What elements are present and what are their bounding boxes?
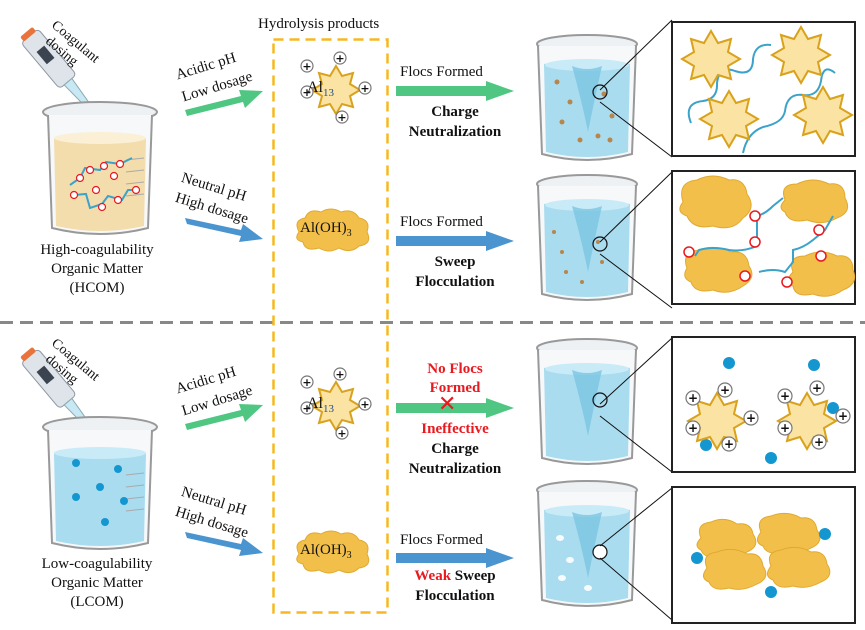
svg-text:+: + bbox=[812, 381, 822, 395]
svg-text:+: + bbox=[688, 391, 698, 405]
svg-text:+: + bbox=[335, 52, 344, 65]
flocs-formed-label-1: Flocs Formed bbox=[400, 64, 483, 80]
blue-arrow-neutral bbox=[185, 218, 263, 242]
aloh3-base: Al(OH) bbox=[300, 220, 347, 236]
blue-arrow-neutral-2 bbox=[185, 532, 263, 556]
lcom-label-line1: Low-coagulability bbox=[41, 556, 153, 572]
failure-x-icon: ✕ bbox=[438, 392, 457, 417]
zoom-charge-neutralization bbox=[671, 21, 856, 157]
svg-text:+: + bbox=[302, 60, 311, 73]
aloh3-cloud-icon bbox=[296, 208, 370, 252]
charge-neutralization-2-line2: Neutralization bbox=[408, 461, 502, 477]
charge-neutralization-2-line1: Charge bbox=[431, 441, 479, 457]
zoom-ineffective-neutralization: + + + + + + + + + + bbox=[671, 336, 856, 473]
sweep-flocculation-line2: Flocculation bbox=[415, 274, 495, 290]
hydrolysis-products-box bbox=[272, 38, 389, 614]
charge-neutralization-line2: Neutralization bbox=[408, 124, 502, 140]
no-flocs-label-line2: Formed bbox=[429, 380, 481, 396]
lcom-beaker bbox=[42, 416, 158, 550]
al13-base: Al bbox=[307, 79, 323, 96]
svg-text:+: + bbox=[360, 82, 369, 95]
weak-sweep-line1: Weak Sweep bbox=[395, 568, 515, 585]
svg-text:+: + bbox=[337, 427, 346, 440]
al13-label: Al13 bbox=[307, 79, 334, 99]
al13-star-icon-2: + + + + + bbox=[300, 367, 372, 440]
aloh3-sub: 3 bbox=[346, 228, 352, 239]
svg-text:+: + bbox=[302, 376, 311, 389]
ineffective-label: Ineffective bbox=[421, 421, 489, 437]
svg-text:+: + bbox=[838, 409, 848, 423]
zoom-sweep-flocculation bbox=[671, 170, 856, 305]
charge-neutralization-line1: Charge bbox=[431, 104, 479, 120]
flocs-formed-label-2: Flocs Formed bbox=[400, 214, 483, 230]
weak-sweep-line2: Flocculation bbox=[415, 588, 495, 604]
svg-text:+: + bbox=[360, 398, 369, 411]
green-arrow-acidic-2 bbox=[185, 404, 263, 430]
svg-text:+: + bbox=[814, 435, 824, 449]
green-arrow-outcome-3 bbox=[396, 398, 514, 418]
hcom-label-line1: High-coagulability bbox=[40, 242, 154, 258]
svg-text:+: + bbox=[337, 111, 346, 124]
green-arrow-outcome-1 bbox=[396, 81, 514, 101]
organic-chain-2 bbox=[73, 189, 140, 210]
svg-text:+: + bbox=[302, 86, 311, 99]
aloh3-label-2: Al(OH)3 bbox=[300, 542, 352, 561]
blue-arrow-outcome-4 bbox=[396, 548, 514, 568]
hcom-label-line3: (HCOM) bbox=[69, 280, 125, 296]
zoom-lines-bottom bbox=[599, 337, 673, 621]
svg-text:+: + bbox=[302, 402, 311, 415]
aloh3-sub-2: 3 bbox=[346, 550, 352, 561]
aloh3-cloud-icon-2 bbox=[296, 530, 370, 574]
al13-base-2: Al bbox=[307, 395, 323, 412]
no-flocs-label-line1: No Flocs bbox=[427, 361, 483, 377]
flocs-formed-label-4: Flocs Formed bbox=[400, 532, 483, 548]
al13-label-2: Al13 bbox=[307, 395, 334, 415]
svg-text:+: + bbox=[780, 421, 790, 435]
svg-text:+: + bbox=[746, 411, 756, 425]
aloh3-label: Al(OH)3 bbox=[300, 220, 352, 239]
aloh3-base-2: Al(OH) bbox=[300, 542, 347, 558]
al13-sub-2: 13 bbox=[323, 403, 334, 416]
weak-sweep-beaker bbox=[536, 480, 638, 607]
hcom-label-line2: Organic Matter bbox=[51, 261, 143, 277]
lcom-label-line3: (LCOM) bbox=[70, 594, 124, 610]
hydrolysis-products-label: Hydrolysis products bbox=[258, 16, 380, 32]
sweep-flocculation-line1: Sweep bbox=[434, 254, 476, 270]
al13-sub: 13 bbox=[323, 87, 334, 100]
ineffective-beaker bbox=[536, 338, 638, 465]
blue-arrow-outcome-2 bbox=[396, 231, 514, 251]
zoom-lines-top bbox=[599, 19, 673, 309]
svg-text:+: + bbox=[724, 437, 734, 451]
svg-text:+: + bbox=[780, 389, 790, 403]
green-arrow-acidic bbox=[185, 90, 263, 116]
weak-label: Weak bbox=[414, 568, 452, 584]
sweep-flocculation-beaker bbox=[536, 174, 638, 301]
svg-text:+: + bbox=[335, 368, 344, 381]
al13-star-icon: + + + + + bbox=[300, 51, 372, 124]
lcom-label-line2: Organic Matter bbox=[51, 575, 143, 591]
sweep-label: Sweep bbox=[454, 568, 496, 584]
charge-neutralization-beaker bbox=[536, 34, 638, 161]
zoom-weak-sweep bbox=[671, 486, 856, 624]
hcom-beaker bbox=[42, 101, 158, 235]
svg-text:+: + bbox=[720, 383, 730, 397]
svg-text:+: + bbox=[688, 421, 698, 435]
section-divider bbox=[0, 321, 865, 324]
